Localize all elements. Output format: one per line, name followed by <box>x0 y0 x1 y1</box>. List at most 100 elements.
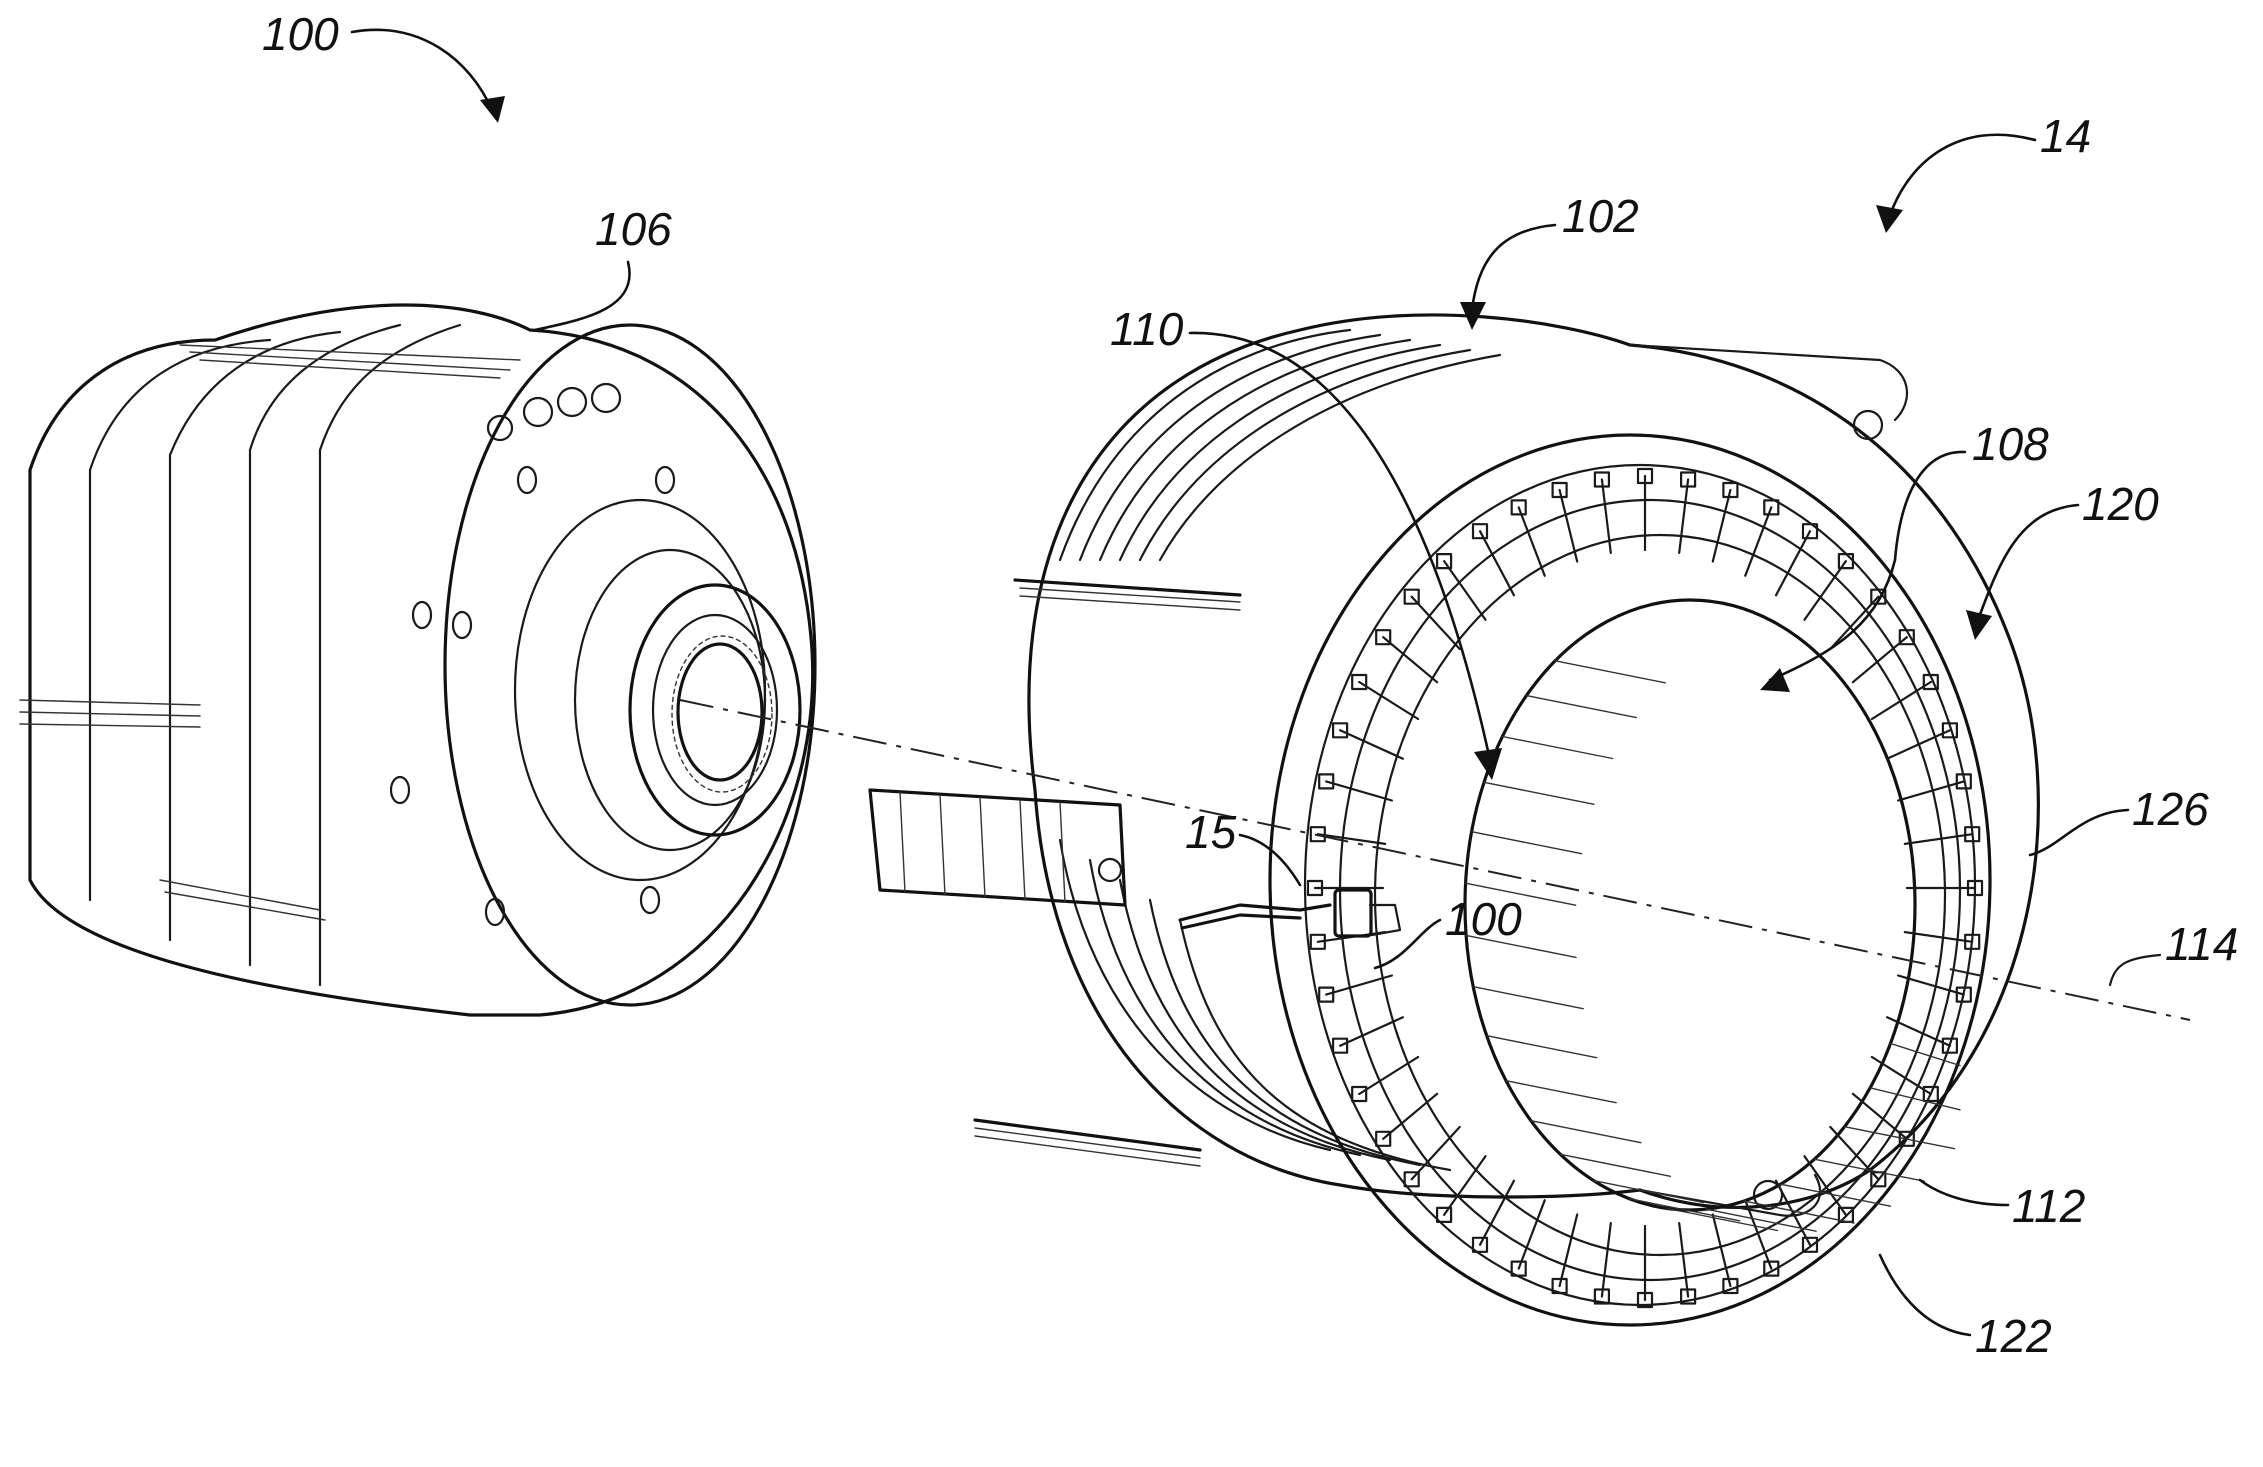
hairpin-tip <box>1403 1171 1420 1188</box>
hairpin-conductor <box>1478 1179 1516 1246</box>
hairpin-tip <box>1351 1085 1368 1103</box>
leader-110-winding <box>1188 331 1502 780</box>
hairpin-conductor <box>1382 636 1439 684</box>
hairpin-conductor <box>1410 595 1461 651</box>
hairpin-tip <box>1375 1130 1392 1147</box>
hairpin-conductor <box>1903 931 1974 943</box>
leader-120-end-turn <box>1966 503 2080 640</box>
stator-tooth-line <box>1889 1042 1961 1067</box>
hairpin-tip <box>1636 1291 1654 1309</box>
hairpin-conductor <box>1803 1155 1847 1216</box>
hairpin-tip <box>1898 1130 1915 1147</box>
stator-tooth-line <box>1483 781 1595 805</box>
hairpin-tip <box>1722 1277 1739 1295</box>
rotor-hatch-mid <box>19 699 201 728</box>
leader-100-sensor <box>1373 918 1442 970</box>
hairpin-tip <box>1801 523 1819 540</box>
stator-tooth-line <box>1472 986 1584 1010</box>
hairpin-tip <box>1966 879 1984 897</box>
stator-outer-face <box>1268 433 1992 1327</box>
hairpin-conductor <box>1517 506 1546 577</box>
rotor-spline-teeth <box>671 635 773 793</box>
axis-label-hook <box>2108 953 2162 987</box>
hairpin-conductor <box>1897 780 1965 802</box>
hairpin-tip <box>1471 1236 1489 1253</box>
hairpin-conductor <box>1600 478 1612 554</box>
stator-bore <box>1463 598 1917 1212</box>
winding-ring-outer <box>1303 463 1977 1307</box>
housing-bands <box>1058 328 1502 1172</box>
hairpin-tip <box>1318 773 1335 790</box>
hairpin-conductor <box>1711 488 1732 563</box>
rotor-hub-step <box>573 548 767 852</box>
hairpin-conductor <box>1358 1055 1420 1096</box>
stator-assembly <box>868 313 2040 1327</box>
stator-tooth-line <box>1505 1080 1617 1104</box>
hairpin-tip <box>1870 588 1887 605</box>
rotor-band-3 <box>248 323 402 967</box>
mounting-ears <box>1097 343 1909 1217</box>
hairpin-conductor <box>1558 1213 1579 1288</box>
leader-100-assembly <box>350 28 505 123</box>
hairpin-tip <box>1837 552 1855 570</box>
hairpin-conductor <box>1678 1222 1690 1298</box>
stator-tooth-line <box>1705 1208 1817 1232</box>
hairpin-tip <box>1898 629 1915 646</box>
label-106-rotor: 106 <box>595 203 672 255</box>
hairpin-tip <box>1510 1260 1527 1277</box>
label-108-slot: 108 <box>1972 418 2049 470</box>
leader-14-stator <box>1876 133 2037 233</box>
rotor-bearing-inner <box>651 613 779 807</box>
hairpin-tip <box>1763 499 1780 516</box>
hairpin-tip <box>1964 933 1981 950</box>
center-axis-line <box>679 699 2191 1021</box>
label-102-housing: 102 <box>1562 190 1639 242</box>
hairpin-tip <box>1306 879 1324 897</box>
label-114-axis: 114 <box>2165 918 2238 970</box>
hairpin-tip <box>1435 552 1453 570</box>
rotor-assembly <box>19 303 817 1017</box>
hairpin-conductor <box>1903 833 1974 845</box>
hairpin-end-turns <box>1306 467 1984 1309</box>
hairpin-conductor <box>1774 1179 1812 1246</box>
hairpin-conductor <box>1886 729 1951 760</box>
stator-housing-end <box>1628 343 2040 1210</box>
hairpin-conductor <box>1851 1092 1908 1140</box>
label-122-hairpin: 122 <box>1975 1310 2052 1362</box>
terminal-block <box>1333 888 1373 938</box>
hairpin-tip <box>1510 499 1527 516</box>
hairpin-tip <box>1309 933 1326 950</box>
hairpin-tip <box>1679 1288 1697 1305</box>
stator-teeth <box>1464 660 1961 1232</box>
hairpin-tip <box>1964 826 1981 843</box>
leader-102-housing <box>1460 223 1557 330</box>
hairpin-conductor <box>1744 1199 1773 1270</box>
rotor-band-1 <box>88 338 272 902</box>
weld-strip-top <box>1013 578 1242 611</box>
stator-tooth-line <box>1743 1200 1855 1224</box>
hairpin-conductor <box>1803 560 1847 621</box>
leader-112-lamination <box>1918 1178 2010 1207</box>
stator-tooth-line <box>1869 1087 1961 1111</box>
rotor-holes <box>389 382 676 927</box>
stator-tooth-line <box>1470 831 1583 855</box>
hairpin-tip <box>1318 986 1335 1003</box>
stator-tooth-line <box>1843 1126 1956 1150</box>
hairpin-conductor <box>1325 780 1393 802</box>
hairpin-tip <box>1922 1085 1939 1103</box>
hairpin-tip <box>1955 773 1972 790</box>
rotor-band-2 <box>168 330 342 942</box>
hairpin-tip <box>1763 1260 1780 1277</box>
label-126-terminal: 126 <box>2132 783 2209 835</box>
hairpin-tip <box>1593 1288 1611 1305</box>
hairpin-tip <box>1593 471 1611 488</box>
terminal-lead <box>1178 903 1332 930</box>
leader-15-detail <box>1238 833 1302 887</box>
stator-tooth-line <box>1486 1035 1598 1059</box>
label-100-assembly: 100 <box>262 8 339 60</box>
hairpin-tip <box>1471 523 1489 540</box>
hairpin-conductor <box>1517 1199 1546 1270</box>
label-110-winding: 110 <box>1110 303 1184 355</box>
hairpin-tip <box>1679 471 1697 488</box>
stator-tooth-line <box>1554 660 1666 684</box>
